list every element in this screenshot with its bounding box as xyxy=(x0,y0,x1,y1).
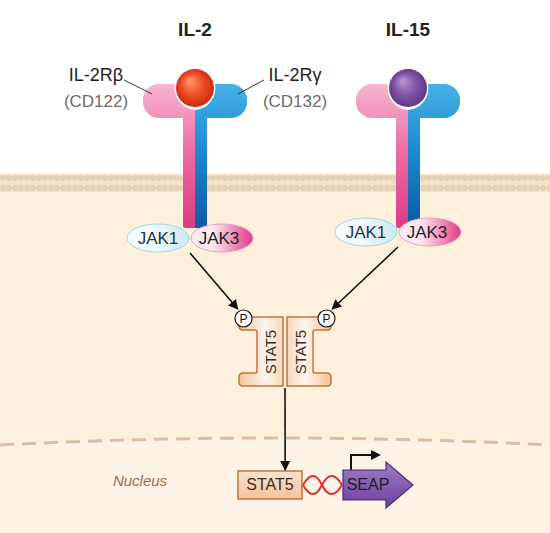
phosphate-ring xyxy=(235,310,252,327)
cytoplasm xyxy=(0,190,550,533)
ligand: IL-2 xyxy=(165,12,225,112)
nuclear-envelope xyxy=(0,438,550,445)
phosphate-circle: P xyxy=(234,309,253,328)
transcription-start-arrow xyxy=(351,455,372,470)
beta-chain xyxy=(356,84,408,228)
ligand: IL-15 xyxy=(378,12,438,112)
kinase-label: JAK3 xyxy=(398,217,456,247)
compartment-label: Nucleus xyxy=(95,469,185,491)
stat5-outline xyxy=(287,317,331,386)
reporter-gene-arrow: SEAP xyxy=(342,460,414,510)
transcription-arrowhead xyxy=(371,450,381,460)
gene-arrow-shape xyxy=(343,462,413,508)
phosphate-label: P xyxy=(234,309,253,328)
kinase-oval: JAK3 xyxy=(398,217,462,247)
stat5-outline xyxy=(239,317,283,386)
cd-name: (CD122) xyxy=(56,90,136,112)
protein-label: STAT5 xyxy=(259,320,281,384)
gamma-chain xyxy=(408,84,460,228)
phosphate-circle: P xyxy=(317,309,336,328)
receptor-name: IL-2Rβ xyxy=(56,64,136,86)
ligand-ball xyxy=(176,69,214,107)
ligand-ball xyxy=(389,69,427,107)
kinase-oval: JAK3 xyxy=(190,223,254,253)
ligand-label: IL-15 xyxy=(378,16,438,42)
signal-arrow xyxy=(284,388,286,470)
kinase-ellipse xyxy=(399,218,461,246)
gene-label: SEAP xyxy=(343,474,393,496)
nucleus-region: Nucleus STAT5 SEAP xyxy=(0,425,550,533)
phosphate-ring xyxy=(318,310,335,327)
protein-label: STAT5 xyxy=(289,320,311,384)
kinase-label: JAK3 xyxy=(190,223,248,253)
kinase-ellipse xyxy=(335,218,397,246)
beta-chain xyxy=(143,84,195,228)
kinase-oval: JAK1 xyxy=(126,223,190,253)
gamma-chain xyxy=(195,84,247,228)
kinase-label: JAK1 xyxy=(126,223,190,253)
kinase-oval: JAK1 xyxy=(334,217,398,247)
leader-line xyxy=(124,80,152,94)
signal-arrow xyxy=(332,247,398,309)
kinase-ellipse xyxy=(127,224,189,252)
ligand-label: IL-2 xyxy=(165,16,225,42)
membrane-lipids xyxy=(0,174,550,192)
signal-arrow xyxy=(190,253,238,309)
phosphate-label: P xyxy=(317,309,336,328)
transcription-factor-box: STAT5 xyxy=(237,470,303,500)
box-outline xyxy=(238,471,302,499)
dna-strand xyxy=(303,476,342,494)
kinase-label: JAK1 xyxy=(334,217,398,247)
dna-strand xyxy=(303,476,342,494)
leader-line xyxy=(238,80,264,94)
kinase-ellipse xyxy=(191,224,253,252)
receptor-name: IL-2Rγ xyxy=(255,64,335,86)
protein-label: STAT5 xyxy=(237,470,303,500)
nucleus-interior xyxy=(0,438,550,533)
cd-name: (CD132) xyxy=(255,90,335,112)
membrane-band xyxy=(0,174,550,192)
